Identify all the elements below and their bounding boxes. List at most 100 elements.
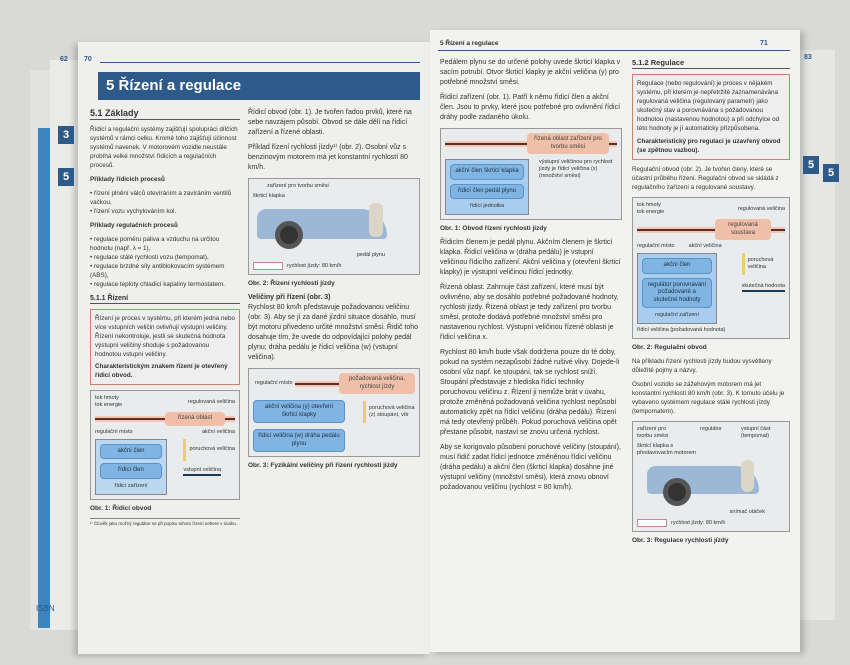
figure-label: rychlost jízdy: 80 km/h	[671, 519, 726, 526]
chapter-tab[interactable]: 5	[823, 164, 839, 182]
figure-car-control: zařízení pro tvorbu směsi škrticí klapka…	[248, 178, 420, 275]
figure-caption: Obr. 2: Regulační obvod	[632, 344, 707, 351]
control-device-area: akční člen řídicí člen řídicí zařízení	[95, 438, 167, 495]
section-heading: 5.1 Základy	[90, 108, 240, 120]
figure-label: regulovaná veličina	[187, 398, 235, 405]
figure-label: akční veličina	[688, 243, 722, 249]
paragraph: Regulační obvod (obr. 2). Je tvořen člen…	[632, 166, 779, 191]
arrow-left-icon	[253, 262, 283, 270]
desired-value-block: požadovaná veličina, rychlost jízdy	[339, 373, 415, 394]
reference-variable-block: řídicí veličina (w) dráha pedálu plynu	[253, 429, 345, 452]
running-header: 5 Řízení a regulace	[440, 40, 499, 47]
paragraph: Osobní vozidlo se zážehovým motorem má j…	[632, 381, 785, 415]
list-item: regulace poměru paliva a vzduchu na urči…	[90, 235, 240, 253]
page-number: 71	[760, 40, 768, 47]
actuator-block: akční člen	[100, 443, 162, 459]
paragraph: Řídicí zařízení (obr. 1). Patří k němu ř…	[440, 94, 621, 121]
definition-bold: Charakteristický pro regulaci je uzavřen…	[637, 138, 781, 154]
figure-label: regulační místo	[637, 243, 675, 249]
definition-text: Řízení je proces v systému, při kterém j…	[95, 315, 235, 358]
section-heading: 5.1.1 Řízení	[90, 294, 240, 304]
figure-caption: Obr. 1: Řídicí obvod	[90, 504, 152, 512]
example-text: Příklad řízení rychlosti jízdy¹⁾ (obr. 2…	[248, 144, 408, 171]
car-wheel-illustration	[663, 478, 691, 506]
figure-label: snímač otáček	[729, 509, 765, 515]
subheading: Veličiny při řízení (obr. 3)	[248, 294, 331, 301]
figure-cruise-control: zařízení pro tvorbu směsi regulátor vstu…	[632, 421, 790, 532]
intro-text: Řídicí a regulační systémy zajišťují spo…	[90, 126, 238, 169]
header-rule	[438, 50, 790, 51]
arrow-left-icon	[637, 519, 667, 527]
list-item: řízení vozu vychylováním kol.	[90, 207, 240, 216]
control-unit-area: akční člen škrticí klapka řídicí člen pe…	[445, 159, 529, 215]
driver-illustration	[741, 460, 754, 492]
figure-label: tok energie	[637, 209, 665, 215]
figure-label: akční veličina	[201, 428, 235, 435]
paragraph: Aby se korigovalo působení poruchové vel…	[440, 444, 621, 491]
figure-label: škrticí klapka s přestavovacím motorem	[637, 443, 696, 456]
controlled-area-block: řízená oblast zařízení pro tvorbu směsi	[527, 133, 609, 154]
figure-speed-control-circuit: řízená oblast zařízení pro tvorbu směsi …	[440, 128, 622, 220]
figure-label: poruchová veličina	[189, 446, 235, 452]
chapter-tab[interactable]: 5	[58, 168, 74, 186]
figure-label: regulátor	[700, 426, 722, 432]
paragraph: Na příkladu řízení rychlosti jízdy budou…	[632, 358, 772, 374]
quantities-text: Rychlost 80 km/h představuje požadovanou…	[248, 304, 419, 361]
figure-label: vstupní část (tempomat)	[741, 426, 771, 439]
section-heading: 5.1.2 Regulace	[632, 58, 790, 69]
figure-label: řídicí zařízení	[114, 482, 148, 489]
regulation-device-area: akční člen regulátor porovnávání požadov…	[637, 253, 717, 324]
page-number: 83	[804, 54, 812, 61]
list-item: regulace brzdné síly antiblokovacím syst…	[90, 262, 240, 280]
figure-label: zařízení pro tvorbu směsi	[267, 183, 329, 189]
subheading: Příklady řídicích procesů	[90, 176, 165, 183]
left-page: 62 70 5 Řízení a regulace 5.1 Základy Ří…	[60, 42, 430, 654]
regulated-system-block: regulovaná soustava	[715, 219, 771, 240]
controller-block: regulátor porovnávání požadované a skute…	[642, 277, 712, 308]
figure-label: regulovaná veličina	[737, 205, 785, 212]
chapter-tab[interactable]: 3	[58, 126, 74, 144]
car-illustration	[253, 203, 415, 249]
controller-block: řídicí člen pedál plynu	[450, 183, 524, 199]
chapter-banner: 5 Řízení a regulace	[98, 72, 420, 100]
definition-bold: Charakteristickým znakem řízení je otevř…	[95, 363, 228, 379]
list-item: regulace stálé rychlosti vozu (tempomat)…	[90, 253, 240, 262]
book-pages-stack-right	[795, 50, 835, 620]
car-wheel-illustration	[275, 221, 303, 249]
figure-label: řídicí jednotka	[469, 203, 505, 209]
list-item: řízení plnění válců otevíráním a zavírán…	[90, 189, 240, 207]
footnote: ¹⁾ Člověk jako možný regulátor se při po…	[90, 517, 240, 527]
figure-label: poruchová veličina (z) stoupání, vítr	[369, 404, 415, 418]
circuit-text: Řídicí obvod (obr. 1). Je tvořen řadou p…	[248, 109, 412, 136]
figure-label: poruchová veličina	[747, 257, 774, 270]
figure-label: regulační místo	[95, 428, 133, 435]
paragraph: Řídicím členem je pedál plynu. Akčním čl…	[440, 239, 621, 276]
feedback-label: skutečná hodnota	[741, 283, 785, 292]
figure-label: vstupní veličina	[183, 467, 222, 476]
energy-flow-band	[637, 226, 785, 233]
subheading: Příklady regulačních procesů	[90, 222, 178, 229]
list-item: regulace teploty chladicí kapaliny termo…	[90, 280, 240, 289]
definition-text: Regulace (nebo regulování) je proces v n…	[637, 80, 780, 132]
page-number: 70	[84, 56, 92, 63]
actuating-variable-block: akční veličina (y) otevření škrticí klap…	[253, 400, 345, 423]
figure-label: tok hmoty	[95, 395, 119, 401]
regulation-definition-box: Regulace (nebo regulování) je proces v n…	[632, 74, 790, 160]
chapter-tab[interactable]: 5	[803, 156, 819, 174]
figure-label: zařízení pro tvorbu směsi	[637, 426, 669, 439]
disturbance-arrow	[741, 253, 745, 275]
definition-box: Řízení je proces v systému, při kterém j…	[90, 309, 240, 385]
right-page: 5 Řízení a regulace 71 83 Pedálem plynu …	[430, 30, 812, 652]
figure-caption: Obr. 3: Fyzikální veličiny při řízení ry…	[248, 462, 398, 469]
figure-caption: Obr. 2: Řízení rychlosti jízdy	[248, 280, 335, 287]
isbn-text: ISBN	[36, 604, 55, 613]
driver-illustration	[369, 203, 383, 237]
figure-caption: Obr. 1: Obvod řízení rychlosti jízdy	[440, 225, 547, 232]
figure-label: výstupní veličinou pro rychlost jízdy je…	[539, 159, 613, 179]
figure-label: rychlost jízdy: 80 km/h	[287, 262, 342, 269]
paragraph: Rychlost 80 km/h bude však dodržena pouz…	[440, 349, 620, 436]
figure-caption: Obr. 3: Regulace rychlosti jízdy	[632, 537, 729, 544]
figure-label: regulační zařízení	[655, 312, 699, 318]
paragraph: Řízená oblast. Zahrnuje část zařízení, k…	[440, 284, 619, 341]
figure-control-circuit: tok hmoty tok energie regulovaná veličin…	[90, 390, 240, 500]
